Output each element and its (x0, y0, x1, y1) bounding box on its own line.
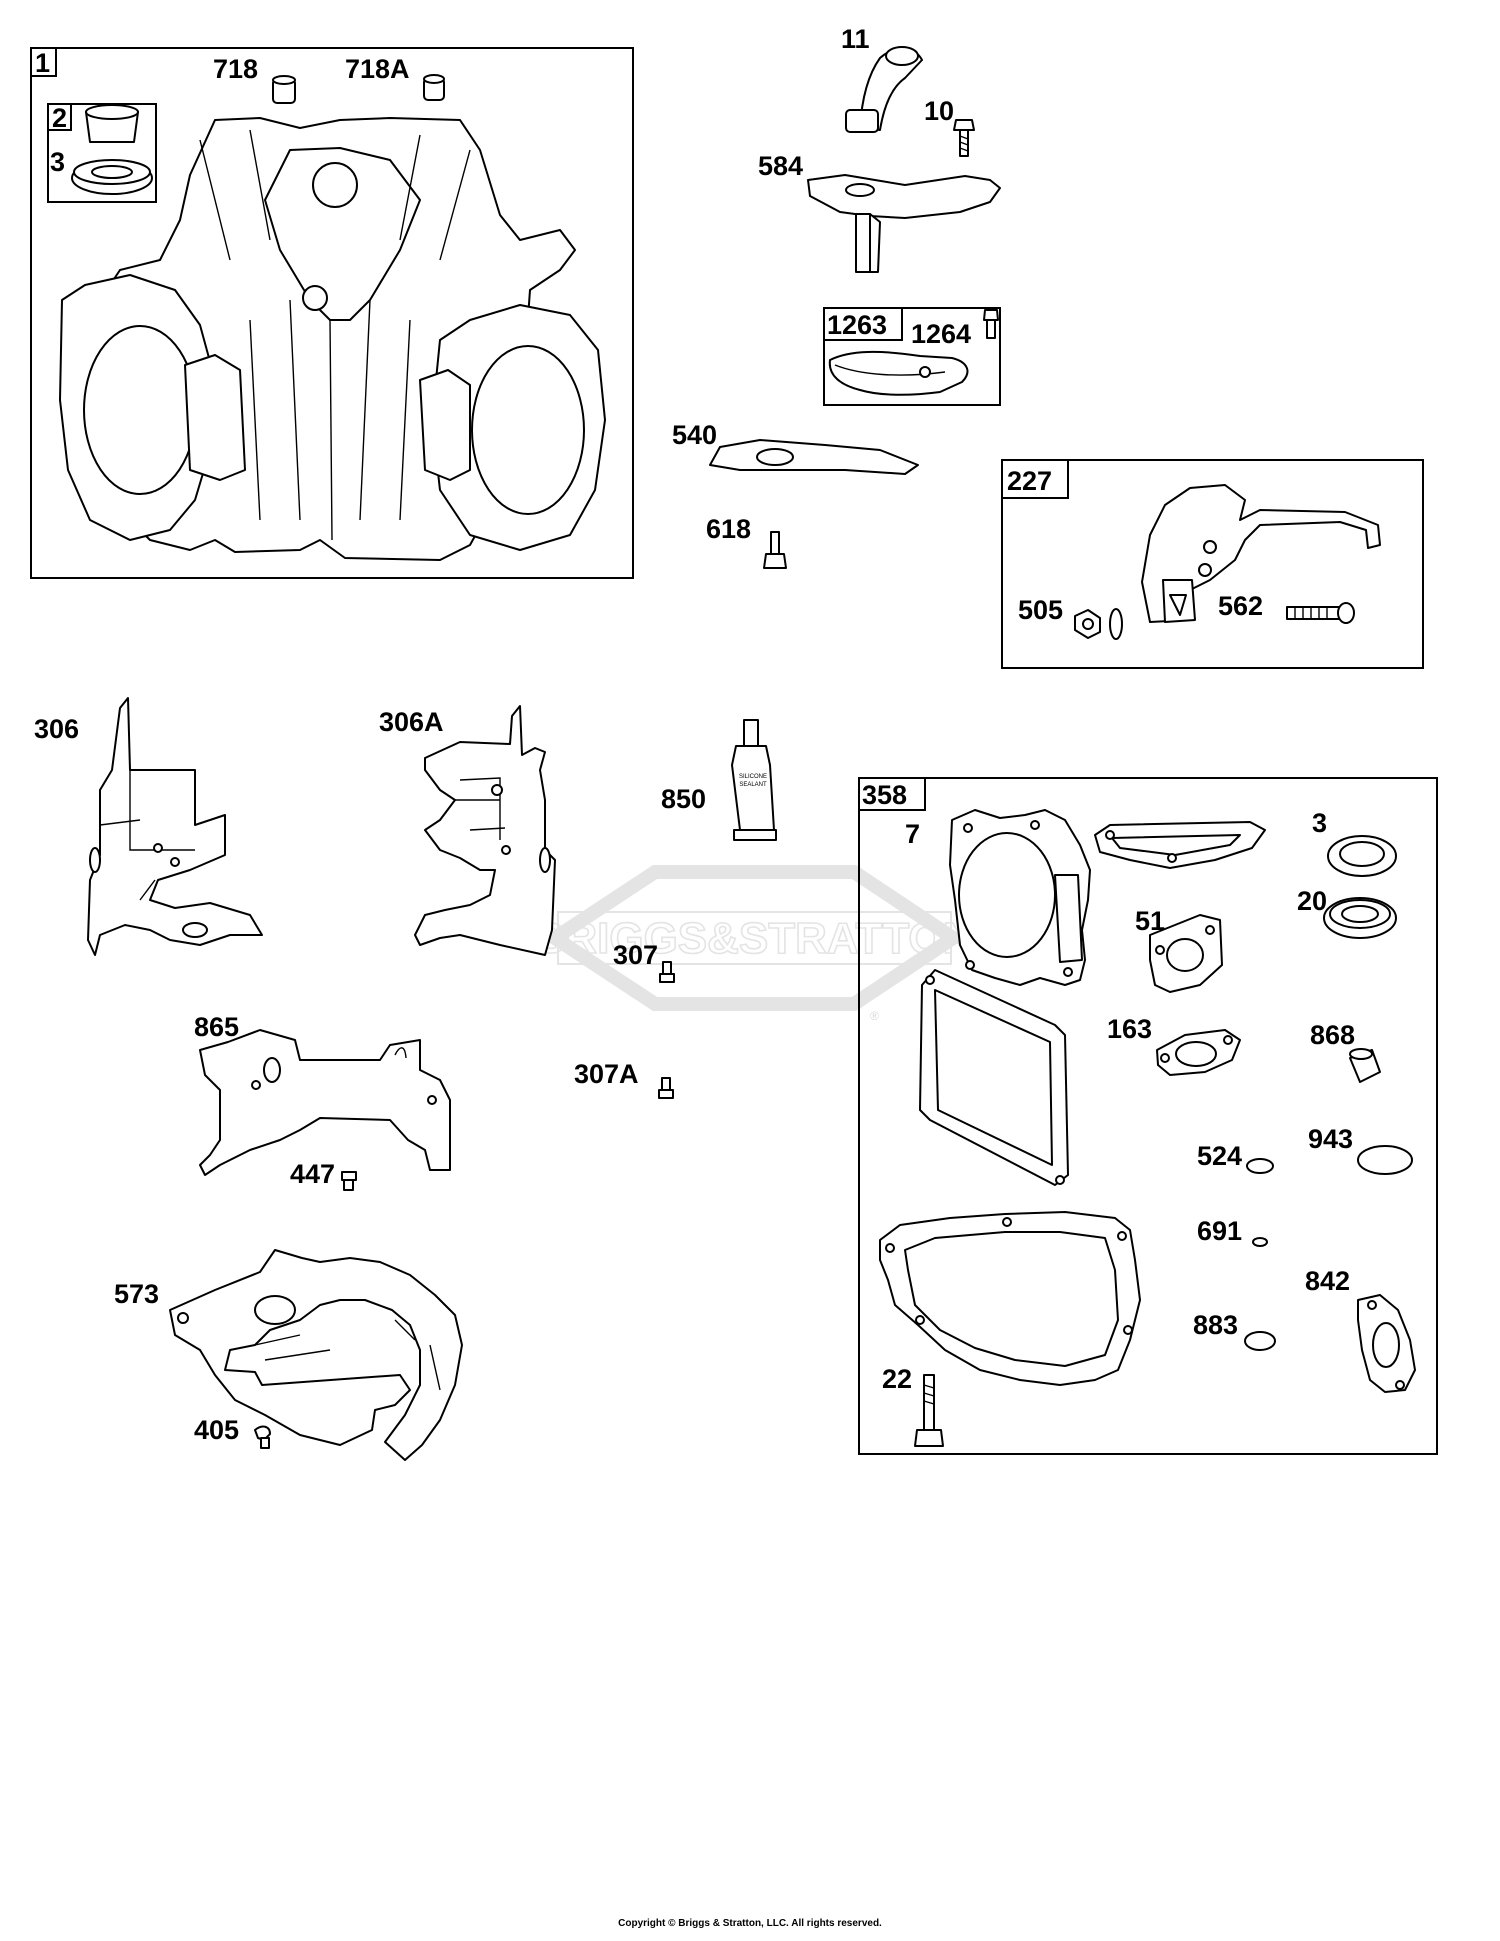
breather-plate-584-illustration (807, 174, 1001, 273)
label-447: 447 (290, 1159, 335, 1189)
label-842: 883 (1193, 1310, 1238, 1340)
group-box-2: 2 (47, 103, 157, 203)
registered-mark: ® (870, 1009, 879, 1023)
label-3: 3 (50, 147, 65, 177)
group-label-1: 1 (35, 48, 50, 78)
watermark-text: BRIGGS&STRATTON (534, 914, 975, 963)
group-box-227: 227 (1001, 459, 1424, 669)
label-306a: 306A (379, 707, 444, 737)
copyright-notice: Copyright © Briggs & Stratton, LLC. All … (618, 1918, 882, 1929)
label-584: 584 (758, 151, 803, 181)
screw-1264-illustration (983, 309, 999, 339)
dowel-pin-718-illustration (272, 75, 296, 104)
seal-3-illustration (1327, 835, 1397, 877)
label-20: 20 (1297, 886, 1327, 916)
group-label-1263: 1263 (827, 310, 887, 340)
label-307: 307 (613, 940, 658, 970)
screw-307a-illustration (658, 1077, 674, 1099)
sealant-label-line-2: SEALANT (739, 782, 767, 788)
screw-405-illustration (254, 1425, 271, 1449)
label-307a: 307A (574, 1059, 639, 1089)
screw-562-illustration (1286, 602, 1355, 624)
o-ring-524-illustration (1246, 1158, 1274, 1174)
label-10: 10 (924, 96, 954, 126)
label-718a: 718A (345, 54, 410, 84)
screw-618-illustration (763, 531, 787, 569)
label-618: 618 (706, 514, 751, 544)
nut-505-illustration (1074, 608, 1123, 640)
group-box-1263: 1263 (823, 307, 1001, 406)
label-22: 22 (882, 1364, 912, 1394)
sealant-label-line-1: SILICONE (739, 774, 767, 780)
gasket-51-illustration (1149, 914, 1223, 993)
label-943: 943 (1308, 1124, 1353, 1154)
gasket-540-illustration (709, 439, 919, 475)
group-box-358: 358 (858, 777, 1438, 1455)
seal-691-illustration (1252, 1237, 1268, 1247)
seal-20-illustration (1323, 897, 1397, 939)
label-691: 691 (1197, 1216, 1242, 1246)
group-label-227: 227 (1007, 466, 1052, 496)
bolt-22-illustration (914, 1374, 944, 1447)
breather-cover-1263-illustration (828, 350, 969, 396)
screw-10-illustration (953, 119, 975, 157)
group-label-358: 358 (862, 780, 907, 810)
breather-tube-11-illustration (845, 46, 923, 133)
part-labels: 718 718A 3 11 10 584 1264 540 618 505 56… (34, 24, 1355, 1445)
label-718: 718 (213, 54, 258, 84)
head-gasket-7-illustration (949, 809, 1091, 986)
gasket-upper-plate-illustration (1094, 821, 1266, 869)
sleeve-bearing-2-illustration (85, 104, 139, 143)
label-562: 562 (1218, 591, 1263, 621)
crankcase-block-illustration (59, 117, 606, 561)
label-883: 842 (1305, 1266, 1350, 1296)
dowel-pin-718a-illustration (423, 74, 445, 101)
valve-cover-gasket-illustration (919, 969, 1069, 1186)
watermark: BRIGGS&STRATTON ® (533, 865, 975, 1023)
label-865: 865 (194, 1012, 239, 1042)
blower-housing-573-illustration (169, 1249, 463, 1461)
label-524: 524 (1197, 1141, 1242, 1171)
label-868: 868 (1310, 1020, 1355, 1050)
oil-seal-3-illustration (71, 159, 153, 195)
label-1264: 1264 (911, 319, 971, 349)
o-ring-842-illustration (1244, 1331, 1276, 1351)
label-306: 306 (34, 714, 79, 744)
label-7: 7 (905, 819, 920, 849)
label-505: 505 (1018, 595, 1063, 625)
group-box-1: 1 (30, 47, 634, 579)
label-163: 163 (1107, 1014, 1152, 1044)
cylinder-shroud-306-illustration (87, 697, 263, 956)
o-ring-943-illustration (1357, 1145, 1413, 1175)
baffle-865-illustration (199, 1029, 451, 1176)
screw-307-illustration (659, 961, 675, 983)
sealant-tube-850-illustration: SILICONE SEALANT (731, 719, 777, 841)
bracket-227-illustration (1141, 484, 1381, 623)
cylinder-shroud-306a-illustration (414, 705, 556, 956)
label-850: 850 (661, 784, 706, 814)
gasket-163-illustration (1156, 1029, 1241, 1076)
label-540: 540 (672, 420, 717, 450)
valve-seal-868-illustration (1349, 1048, 1381, 1083)
group-label-2: 2 (52, 103, 67, 133)
label-405: 405 (194, 1415, 239, 1445)
screw-447-illustration (341, 1171, 357, 1191)
crankcase-gasket-illustration (879, 1211, 1141, 1386)
gasket-883-illustration (1357, 1294, 1416, 1393)
label-573: 573 (114, 1279, 159, 1309)
label-11: 11 (841, 24, 870, 54)
label-3-seal: 3 (1312, 808, 1327, 838)
